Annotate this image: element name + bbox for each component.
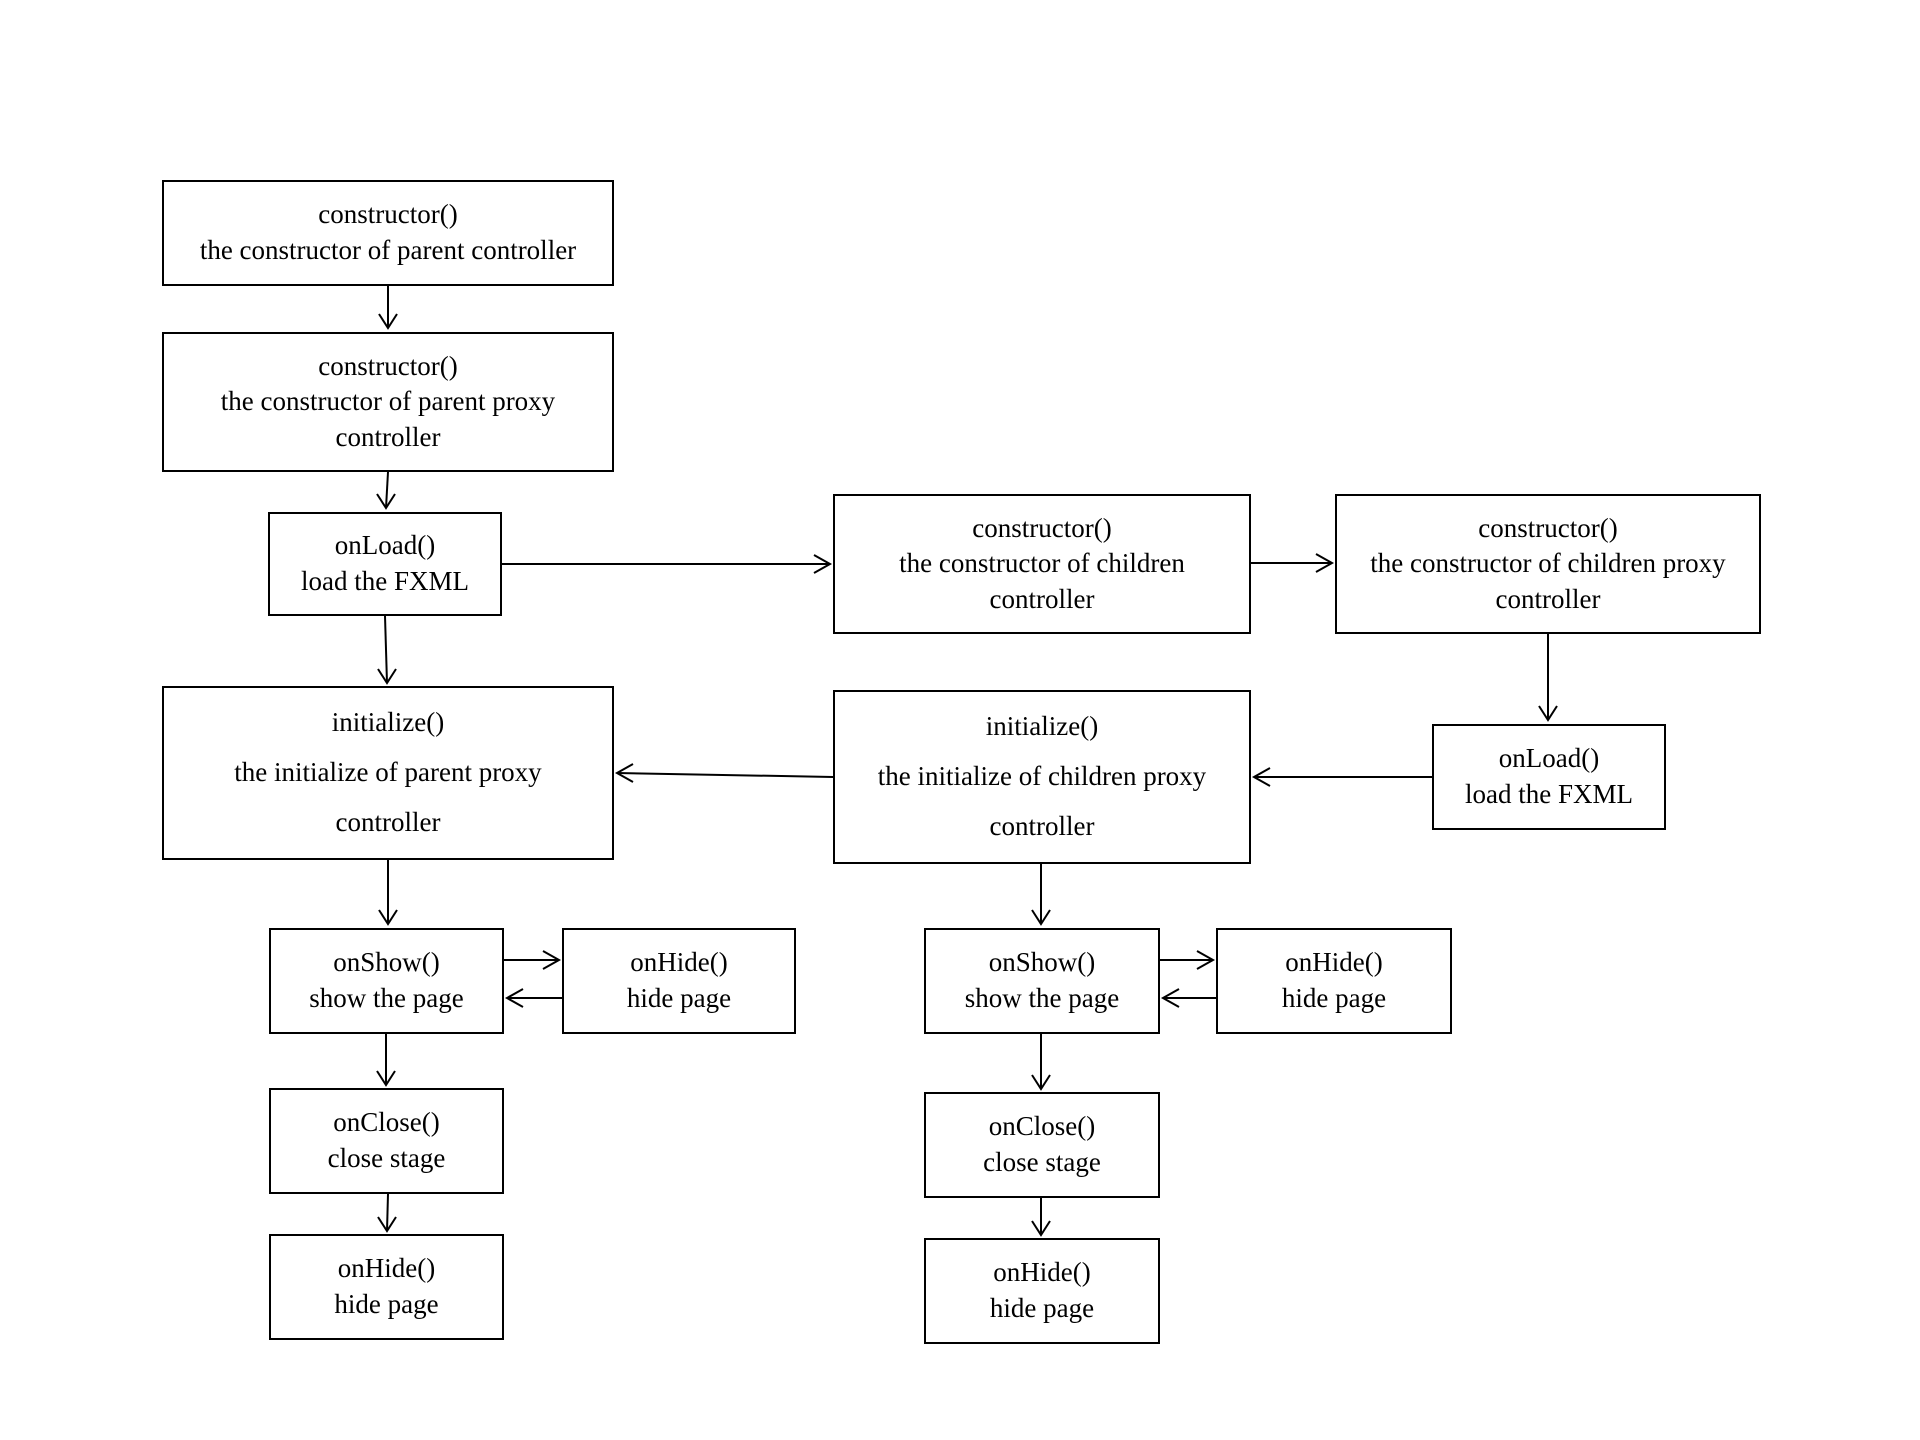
- node-title: initialize(): [985, 711, 1099, 742]
- children-onload-node: onLoad() load the FXML: [1432, 724, 1666, 830]
- arrowhead: [376, 1070, 396, 1087]
- arrowhead: [378, 313, 398, 330]
- node-title: onShow(): [333, 947, 440, 978]
- arrowhead: [377, 1216, 397, 1233]
- children-onclose-node: onClose() close stage: [924, 1092, 1160, 1198]
- arrow-parent-onclose-to-onhide: [386, 1193, 389, 1232]
- children-onhide-end-node: onHide() hide page: [924, 1238, 1160, 1344]
- node-title: constructor(): [1478, 512, 1618, 543]
- node-description-line2: controller: [1495, 583, 1601, 614]
- node-description-line2: controller: [989, 583, 1095, 614]
- node-title: initialize(): [331, 707, 445, 738]
- children-onhide-side-node: onHide() hide page: [1216, 928, 1452, 1034]
- arrowhead: [504, 988, 524, 1008]
- node-description: the initialize of children proxy: [877, 761, 1207, 792]
- node-title: constructor(): [318, 199, 458, 230]
- arrowhead: [376, 493, 396, 510]
- node-title: onHide(): [337, 1253, 436, 1284]
- arrow-children-init-to-parent-init: [616, 772, 834, 778]
- node-description-line2: controller: [335, 421, 441, 452]
- node-title: onHide(): [630, 947, 728, 978]
- children-onshow-node: onShow() show the page: [924, 928, 1160, 1034]
- node-description: hide page: [989, 1293, 1095, 1323]
- node-description: hide page: [334, 1289, 439, 1319]
- arrowhead: [1196, 950, 1216, 970]
- arrowhead: [614, 763, 634, 783]
- node-description: the constructor of children proxy: [1370, 548, 1726, 579]
- node-description: hide page: [1281, 983, 1387, 1013]
- arrowhead: [378, 909, 398, 926]
- parent-proxy-constructor-node: constructor() the constructor of parent …: [162, 332, 614, 472]
- node-description: hide page: [626, 983, 732, 1013]
- parent-onload-node: onLoad() load the FXML: [268, 512, 502, 616]
- parent-initialize-node: initialize() the initialize of parent pr…: [162, 686, 614, 860]
- node-title: onLoad(): [1498, 743, 1600, 774]
- node-title: onHide(): [1285, 947, 1383, 978]
- node-description: close stage: [983, 1147, 1101, 1177]
- node-description: the initialize of parent proxy: [234, 757, 542, 788]
- parent-constructor-node: constructor() the constructor of parent …: [162, 180, 614, 286]
- parent-onhide-end-node: onHide() hide page: [269, 1234, 504, 1340]
- node-description: close stage: [327, 1143, 446, 1173]
- parent-onshow-node: onShow() show the page: [269, 928, 504, 1034]
- parent-onhide-side-node: onHide() hide page: [562, 928, 796, 1034]
- node-description: load the FXML: [301, 566, 469, 596]
- node-description: show the page: [964, 983, 1120, 1013]
- children-proxy-constructor-node: constructor() the constructor of childre…: [1335, 494, 1761, 634]
- arrow-proxy-ctor-to-onload: [385, 471, 389, 509]
- node-title: onHide(): [993, 1257, 1091, 1288]
- children-constructor-node: constructor() the constructor of childre…: [833, 494, 1251, 634]
- node-description: the constructor of parent controller: [199, 235, 577, 265]
- arrowhead: [813, 554, 833, 574]
- node-title: constructor(): [972, 512, 1112, 543]
- parent-onclose-node: onClose() close stage: [269, 1088, 504, 1194]
- node-title: onLoad(): [334, 530, 436, 561]
- arrowhead: [1251, 767, 1271, 787]
- node-description: the constructor of children: [899, 548, 1185, 579]
- arrowhead: [1160, 988, 1180, 1008]
- arrowhead: [1031, 909, 1051, 926]
- node-title: onClose(): [988, 1111, 1096, 1142]
- arrowhead: [542, 950, 562, 970]
- arrowhead: [1031, 1220, 1051, 1237]
- node-title: onClose(): [333, 1107, 440, 1138]
- node-description: load the FXML: [1465, 779, 1633, 809]
- node-description-line2: controller: [335, 806, 441, 837]
- node-description-line2: controller: [989, 810, 1095, 841]
- arrowhead: [1031, 1074, 1051, 1091]
- node-title: constructor(): [318, 350, 458, 381]
- node-title: onShow(): [988, 947, 1096, 978]
- arrowhead: [377, 668, 397, 685]
- arrowhead: [1538, 705, 1558, 722]
- arrow-onload-to-parent-init: [384, 615, 388, 684]
- node-description: the constructor of parent proxy: [220, 386, 556, 417]
- children-initialize-node: initialize() the initialize of children …: [833, 690, 1251, 864]
- arrowhead: [1315, 553, 1335, 573]
- node-description: show the page: [309, 983, 464, 1013]
